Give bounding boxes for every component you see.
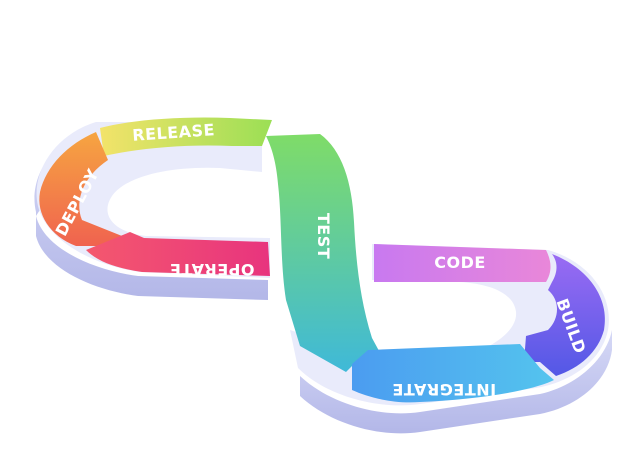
- code-segment: [374, 244, 551, 282]
- stage-label-code: CODE: [434, 253, 486, 272]
- stage-segments: [39, 117, 605, 403]
- deploy-segment: [39, 132, 126, 246]
- stage-label-integrate: INTEGRATE: [392, 380, 496, 399]
- left-loop-side: [34, 128, 268, 300]
- stage-label-test: TEST: [314, 213, 333, 259]
- test-segment: [266, 134, 384, 372]
- integrate-segment: [352, 344, 554, 403]
- right-loop-side: [300, 330, 612, 434]
- operate-segment: [86, 232, 270, 276]
- release-segment: [100, 117, 272, 156]
- build-segment: [524, 254, 605, 376]
- stage-label-operate: OPERATE: [169, 260, 254, 279]
